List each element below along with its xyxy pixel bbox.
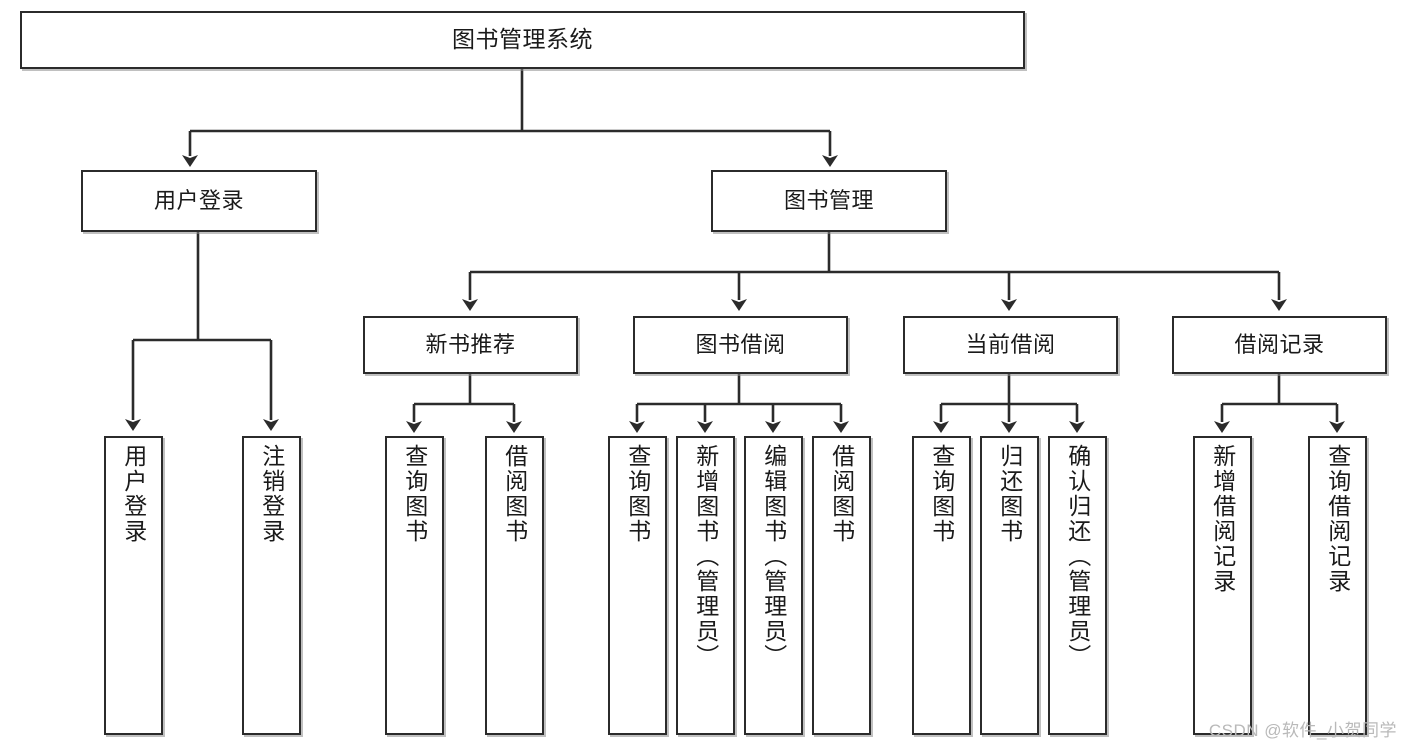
node-label: 图书管理系统 [452, 26, 593, 53]
node-leaf-confirm-return[interactable]: 确认归还（管理员） [1048, 436, 1107, 735]
node-current-borrow[interactable]: 当前借阅 [903, 316, 1118, 374]
node-new-book-recommend[interactable]: 新书推荐 [363, 316, 578, 374]
node-leaf-borrow-book-recommend[interactable]: 借阅图书 [485, 436, 544, 735]
node-label: 用户登录 [153, 187, 244, 213]
node-label: 查询图书 [928, 444, 955, 544]
node-label: 归还图书 [996, 444, 1023, 544]
node-leaf-query-borrow-record[interactable]: 查询借阅记录 [1308, 436, 1367, 735]
node-root-book-management-system[interactable]: 图书管理系统 [20, 11, 1025, 69]
node-label: 图书管理 [783, 187, 874, 213]
node-borrow-record[interactable]: 借阅记录 [1172, 316, 1387, 374]
node-label: 查询图书 [401, 444, 428, 544]
node-leaf-query-book-recommend[interactable]: 查询图书 [385, 436, 444, 735]
node-leaf-add-borrow-record[interactable]: 新增借阅记录 [1193, 436, 1252, 735]
node-leaf-borrow-book[interactable]: 借阅图书 [812, 436, 871, 735]
node-leaf-edit-book[interactable]: 编辑图书（管理员） [744, 436, 803, 735]
node-label: 新增图书（管理员） [692, 444, 719, 669]
node-leaf-return-book[interactable]: 归还图书 [980, 436, 1039, 735]
csdn-watermark: CSDN @软件_小贺同学 [1208, 721, 1397, 740]
node-label: 图书借阅 [695, 331, 786, 357]
node-leaf-query-book-current[interactable]: 查询图书 [912, 436, 971, 735]
node-label: 注销登录 [258, 444, 285, 544]
node-user-login[interactable]: 用户登录 [81, 170, 317, 232]
node-label: 借阅记录 [1234, 331, 1325, 357]
node-label: 确认归还（管理员） [1064, 444, 1091, 669]
node-leaf-user-login[interactable]: 用户登录 [104, 436, 163, 735]
node-label: 新书推荐 [425, 331, 516, 357]
node-leaf-query-book-borrow[interactable]: 查询图书 [608, 436, 667, 735]
node-label: 借阅图书 [828, 444, 855, 544]
node-book-borrow[interactable]: 图书借阅 [633, 316, 848, 374]
node-label: 新增借阅记录 [1209, 444, 1236, 594]
node-leaf-logout[interactable]: 注销登录 [242, 436, 301, 735]
node-label: 查询图书 [624, 444, 651, 544]
node-label: 查询借阅记录 [1324, 444, 1351, 594]
node-label: 借阅图书 [501, 444, 528, 544]
node-book-management[interactable]: 图书管理 [711, 170, 947, 232]
node-label: 当前借阅 [965, 331, 1056, 357]
node-label: 用户登录 [120, 444, 147, 544]
node-leaf-add-book[interactable]: 新增图书（管理员） [676, 436, 735, 735]
node-label: 编辑图书（管理员） [760, 444, 787, 669]
